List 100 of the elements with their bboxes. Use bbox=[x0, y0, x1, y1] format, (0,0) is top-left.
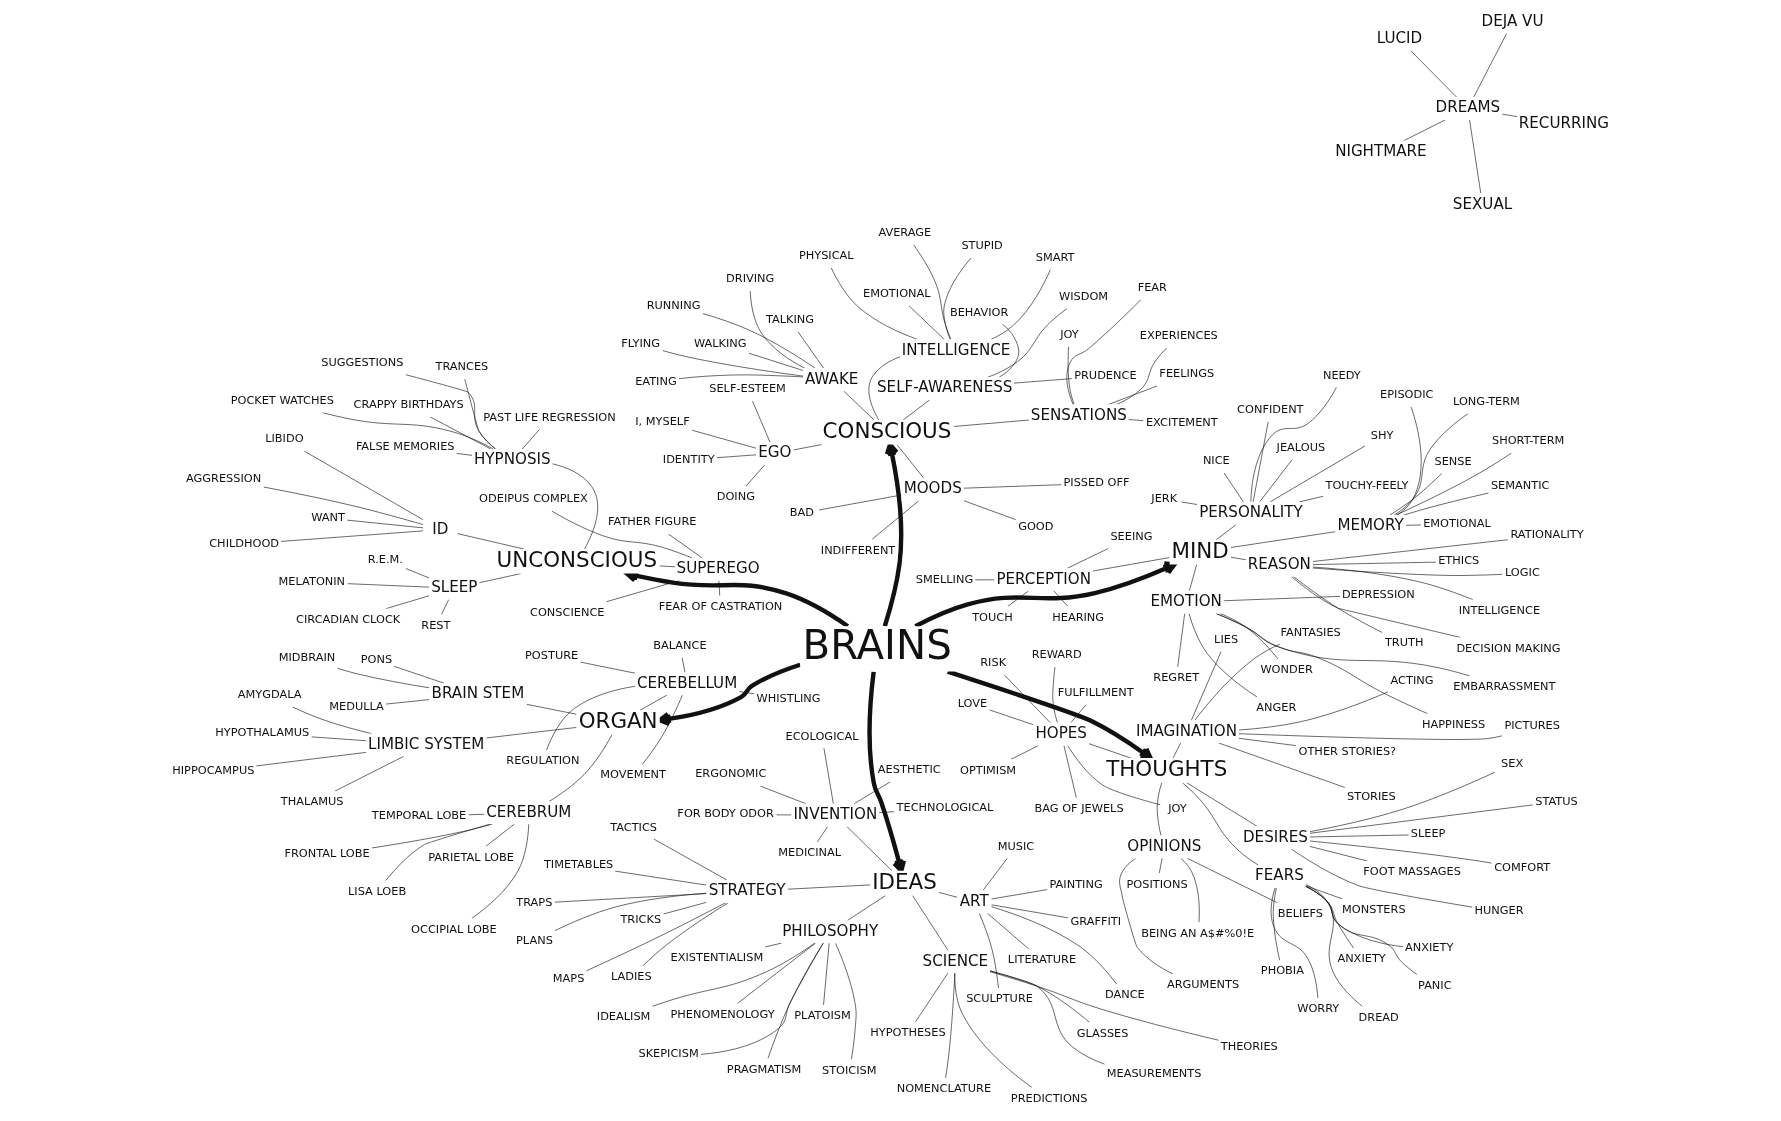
connector bbox=[385, 699, 430, 705]
connector bbox=[1220, 613, 1279, 660]
connector bbox=[1013, 378, 1073, 384]
node-text: THEORIES bbox=[1220, 1039, 1278, 1054]
connector bbox=[1007, 590, 1029, 607]
node-text: OCCIPIAL LOBE bbox=[411, 921, 497, 936]
connector bbox=[1389, 473, 1443, 516]
node-text: MEASUREMENTS bbox=[1106, 1066, 1202, 1081]
node-text: THOUGHTS bbox=[1106, 755, 1228, 781]
node-text: FLYING bbox=[621, 335, 661, 350]
node-text: FEAR OF CASTRATION bbox=[658, 598, 783, 613]
node-text: DESIRES bbox=[1243, 827, 1308, 846]
node-text: BAG OF JEWELS bbox=[1034, 800, 1124, 815]
connector bbox=[652, 942, 816, 1007]
node-text: DANCE bbox=[1104, 987, 1145, 1002]
connector bbox=[1223, 596, 1341, 602]
connector bbox=[1230, 531, 1336, 548]
node-text: MEDULLA bbox=[329, 698, 384, 713]
node-text: SMART bbox=[1035, 249, 1075, 264]
connector bbox=[337, 667, 430, 689]
connector bbox=[749, 290, 806, 369]
node-text: JOY bbox=[1168, 800, 1187, 815]
node-text: AESTHETIC bbox=[877, 762, 941, 777]
connector bbox=[764, 942, 782, 948]
connector bbox=[1305, 884, 1363, 1007]
node-text: LITERATURE bbox=[1007, 952, 1077, 967]
node-text: IMAGINATION bbox=[1135, 721, 1238, 740]
node-text: TRUTH bbox=[1384, 634, 1424, 649]
connector bbox=[1312, 567, 1503, 576]
node-text: TRAPS bbox=[516, 895, 553, 910]
node-text: WONDER bbox=[1260, 662, 1313, 677]
node-text: ETHICS bbox=[1438, 553, 1480, 568]
node-text: PHYSICAL bbox=[798, 248, 854, 263]
node-text: JOY bbox=[1060, 327, 1079, 342]
connector bbox=[552, 463, 599, 550]
node-text: EGO bbox=[758, 443, 792, 462]
node-text: THALAMUS bbox=[280, 794, 344, 809]
connector bbox=[678, 374, 804, 379]
node-text: HUNGER bbox=[1474, 903, 1524, 918]
node-text: COMFORT bbox=[1494, 860, 1551, 875]
node-text: I, MYSELF bbox=[635, 413, 690, 428]
connector bbox=[1067, 346, 1075, 405]
node-text: JERK bbox=[1151, 490, 1178, 505]
node-text: MOODS bbox=[903, 479, 962, 498]
node-text: ECOLOGICAL bbox=[785, 728, 859, 743]
connector bbox=[1501, 113, 1518, 117]
node-text: STRATEGY bbox=[708, 881, 786, 900]
node-text: BEHAVIOR bbox=[949, 304, 1009, 319]
connector bbox=[1312, 561, 1437, 565]
connector bbox=[548, 734, 613, 802]
node-text: AMYGDALA bbox=[237, 687, 302, 702]
node-text: REWARD bbox=[1031, 647, 1082, 662]
node-text: SEMANTIC bbox=[1490, 477, 1550, 492]
connector bbox=[1186, 782, 1258, 827]
node-text: ART bbox=[959, 891, 989, 910]
node-text: SCULPTURE bbox=[966, 991, 1033, 1006]
connector bbox=[989, 970, 1105, 1065]
node-text: FULFILLMENT bbox=[1057, 685, 1134, 700]
node-text: TRANCES bbox=[435, 359, 489, 374]
connector bbox=[989, 971, 1219, 1041]
node-text: CHILDHOOD bbox=[209, 535, 280, 550]
node-text: PERCEPTION bbox=[996, 569, 1091, 588]
node-text: DREAMS bbox=[1435, 98, 1501, 117]
node-text: FRONTAL LOBE bbox=[284, 846, 370, 861]
node-text: PHENOMENOLOGY bbox=[670, 1006, 775, 1021]
node-text: BAD bbox=[789, 504, 815, 519]
node-text: BEING AN A$#%0!E bbox=[1141, 925, 1255, 940]
node-text: PONS bbox=[360, 652, 393, 667]
node-text: SLEEP bbox=[431, 578, 478, 597]
node-text: PISSED OFF bbox=[1063, 475, 1130, 490]
node-text: TOUCHY-FEELY bbox=[1325, 477, 1409, 492]
connector bbox=[913, 244, 952, 340]
connector bbox=[718, 580, 721, 596]
node-text: NICE bbox=[1202, 453, 1230, 468]
node-text: ODEIPUS COMPLEX bbox=[479, 491, 588, 506]
node-text: INTELLIGENCE bbox=[1458, 602, 1541, 617]
connector bbox=[979, 913, 999, 989]
node-text: TOUCH bbox=[972, 609, 1013, 624]
node-text: WANT bbox=[311, 509, 346, 524]
node-text: SHORT-TERM bbox=[1491, 433, 1565, 448]
node-text: HYPOTHESES bbox=[870, 1024, 946, 1039]
connector bbox=[767, 942, 824, 1059]
node-text: R.E.M. bbox=[367, 551, 403, 566]
connector bbox=[405, 374, 496, 450]
node-text: TACTICS bbox=[610, 819, 658, 834]
node-text: ID bbox=[432, 519, 449, 538]
node-text: STATUS bbox=[1535, 793, 1578, 808]
connector bbox=[998, 324, 1020, 378]
connector bbox=[1393, 413, 1469, 516]
connector bbox=[1309, 771, 1496, 832]
connector bbox=[830, 267, 918, 340]
node-text: POSTURE bbox=[525, 648, 579, 663]
node-text: FEELINGS bbox=[1159, 366, 1215, 381]
node-text: DREAD bbox=[1358, 1009, 1399, 1024]
node-text: LADIES bbox=[610, 968, 652, 983]
node-text: ANXIETY bbox=[1337, 951, 1386, 966]
node-text: IDEALISM bbox=[596, 1008, 651, 1023]
node-text: ACTING bbox=[1390, 672, 1434, 687]
node-text: PHILOSOPHY bbox=[782, 921, 879, 940]
node-text: GRAFFITI bbox=[1070, 914, 1122, 929]
